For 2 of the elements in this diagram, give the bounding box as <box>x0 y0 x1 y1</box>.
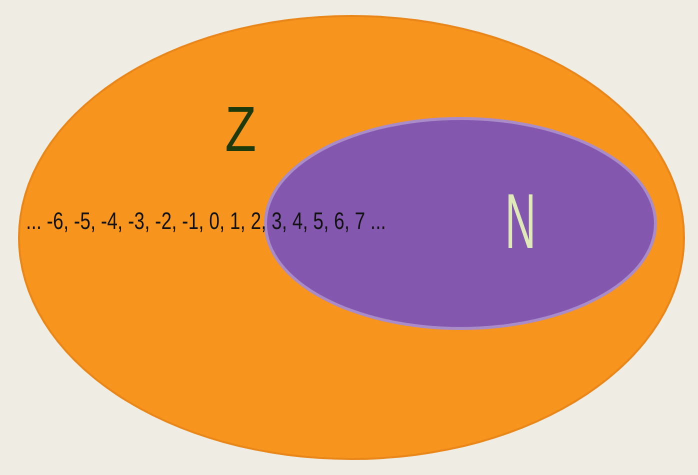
set-name: Z <box>225 97 256 161</box>
set-name: N <box>505 182 536 260</box>
